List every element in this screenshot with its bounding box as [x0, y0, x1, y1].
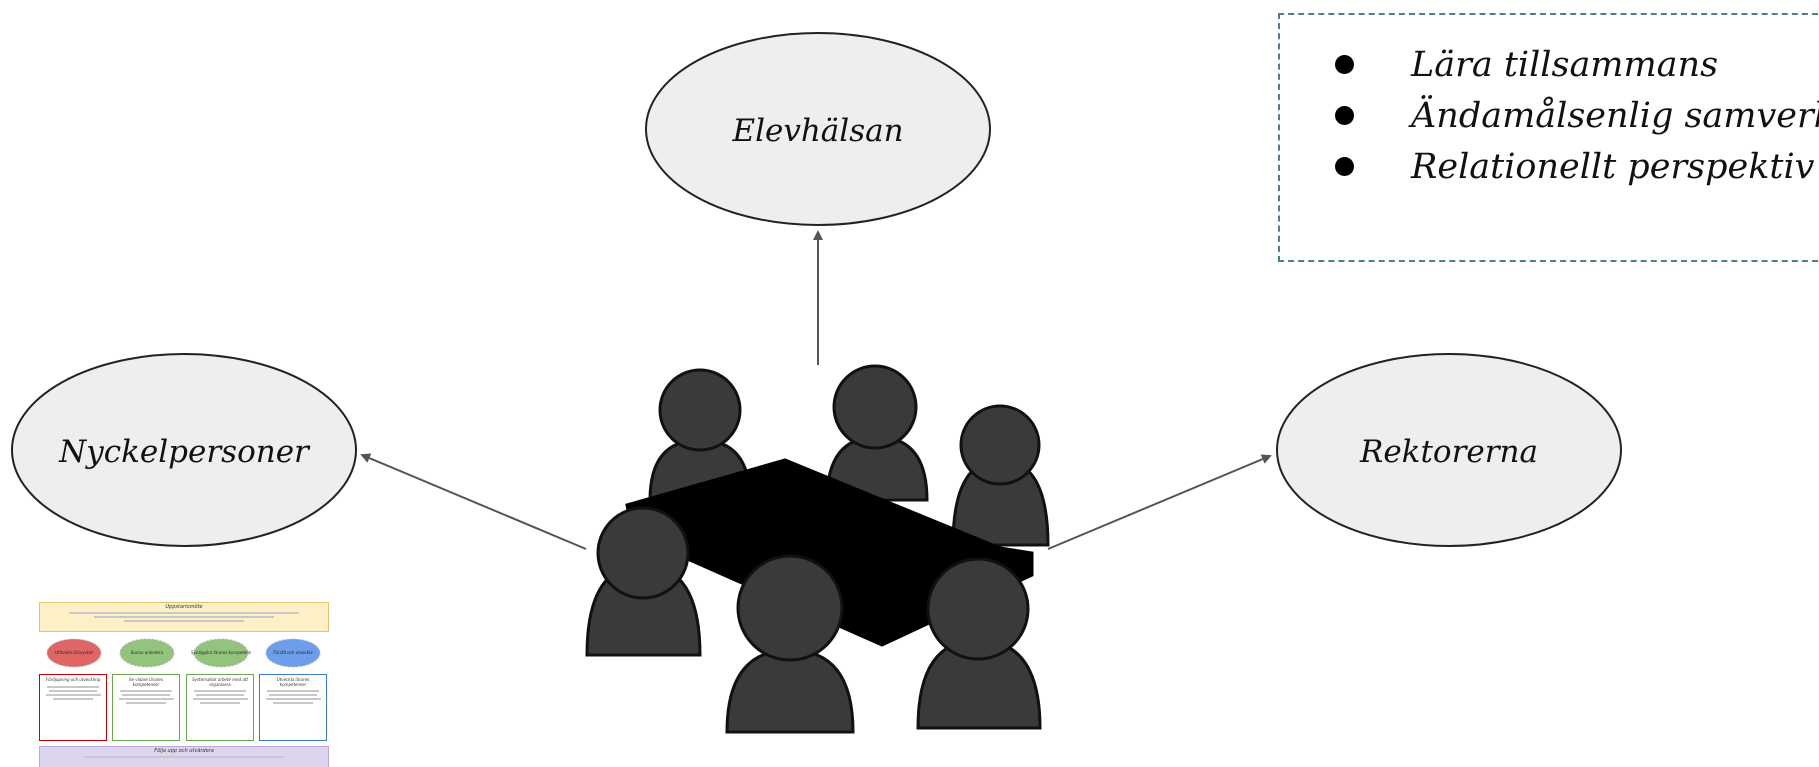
- thumbnail-ovals: Utforska läraryrket Kunna orientera Synl…: [46, 638, 321, 668]
- key-point-item: Ändamålsenlig samverkan: [1335, 90, 1819, 141]
- thumbnail-column: Fördjupning och utveckling: [39, 674, 107, 741]
- person-back-right: [951, 404, 1050, 547]
- person-front-left: [585, 506, 702, 657]
- thumbnail-oval-label: Utforska läraryrket: [55, 650, 93, 655]
- bullet-icon: [1335, 55, 1354, 74]
- node-rektorerna: Rektorerna: [1276, 353, 1622, 547]
- key-points-box: Lära tillsammans Ändamålsenlig samverkan…: [1278, 13, 1819, 262]
- thumbnail-oval-label: Kunna orientera: [131, 650, 164, 655]
- person-front-center: [725, 554, 855, 734]
- person-back-left: [648, 368, 752, 502]
- node-nyckelpersoner-label: Nyckelpersoner: [58, 434, 311, 470]
- thumbnail-banner: Uppstartsmöte: [39, 602, 329, 632]
- process-document-thumbnail: Uppstartsmöte Utforska läraryrket Kunna …: [36, 600, 332, 767]
- key-points-list: Lära tillsammans Ändamålsenlig samverkan…: [1280, 15, 1819, 192]
- key-point-item: Relationellt perspektiv: [1335, 141, 1818, 192]
- node-nyckelpersoner: Nyckelpersoner: [11, 353, 357, 547]
- meeting-illustration: [585, 364, 1050, 734]
- key-point-text: Ändamålsenlig samverkan: [1411, 95, 1819, 136]
- thumbnail-bottom-title: Följa upp och utvärdera: [154, 748, 214, 754]
- key-point-text: Relationellt perspektiv: [1411, 146, 1815, 187]
- thumbnail-column: Se vidare lärares kompetenser: [112, 674, 180, 741]
- thumbnail-column-title: Se vidare lärares kompetenser: [129, 677, 163, 687]
- thumbnail-column-title: Utveckla lärares kompetenser: [276, 677, 310, 687]
- thumbnail-oval-label: Synliggöra lärares kompetens: [191, 650, 251, 655]
- thumbnail-column-title: Systematisk arbete med att organisera: [192, 677, 248, 687]
- thumbnail-bottom-section: Följa upp och utvärdera: [39, 746, 329, 767]
- thumbnail-banner-title: Uppstartsmöte: [165, 604, 203, 610]
- arrow-to-nyckelpersoner: [360, 453, 587, 550]
- bullet-icon: [1335, 106, 1354, 125]
- thumbnail-column: Utveckla lärares kompetenser: [259, 674, 327, 741]
- person-back-center: [825, 364, 929, 502]
- thumbnail-column-title: Fördjupning och utveckling: [45, 677, 101, 682]
- thumbnail-oval-label: Förstå och utveckla: [273, 650, 313, 655]
- person-front-right: [916, 557, 1042, 730]
- node-elevhalsan: Elevhälsan: [645, 32, 991, 226]
- node-elevhalsan-label: Elevhälsan: [731, 113, 903, 149]
- bullet-icon: [1335, 157, 1354, 176]
- key-point-item: Lära tillsammans: [1335, 39, 1818, 90]
- thumbnail-column: Systematisk arbete med att organisera: [186, 674, 254, 741]
- key-point-text: Lära tillsammans: [1411, 44, 1719, 85]
- node-rektorerna-label: Rektorerna: [1359, 434, 1538, 470]
- arrow-to-rektorerna: [1047, 454, 1272, 550]
